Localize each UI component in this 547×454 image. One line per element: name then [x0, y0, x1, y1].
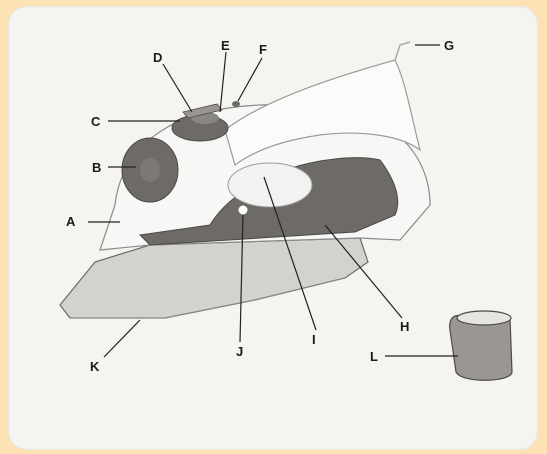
measuring-cup-rim [457, 311, 511, 325]
indicator-dot [232, 101, 240, 107]
label-i: I [312, 332, 316, 347]
label-d: D [153, 50, 162, 65]
leader-line-d [163, 64, 192, 112]
leader-line-f [238, 58, 262, 101]
temperature-dial-center [140, 158, 160, 182]
label-h: H [400, 319, 409, 334]
soleplate [60, 238, 368, 318]
label-j: J [236, 344, 243, 359]
power-cord [395, 42, 410, 60]
label-g: G [444, 38, 454, 53]
label-e: E [221, 38, 230, 53]
label-l: L [370, 349, 378, 364]
label-b: B [92, 160, 101, 175]
leader-line-e [220, 52, 226, 112]
water-tank-window [228, 163, 312, 207]
label-a: A [66, 214, 76, 229]
leader-line-k [104, 320, 140, 357]
label-c: C [91, 114, 101, 129]
label-k: K [90, 359, 100, 374]
indicator-light [238, 205, 248, 215]
label-f: F [259, 42, 267, 57]
